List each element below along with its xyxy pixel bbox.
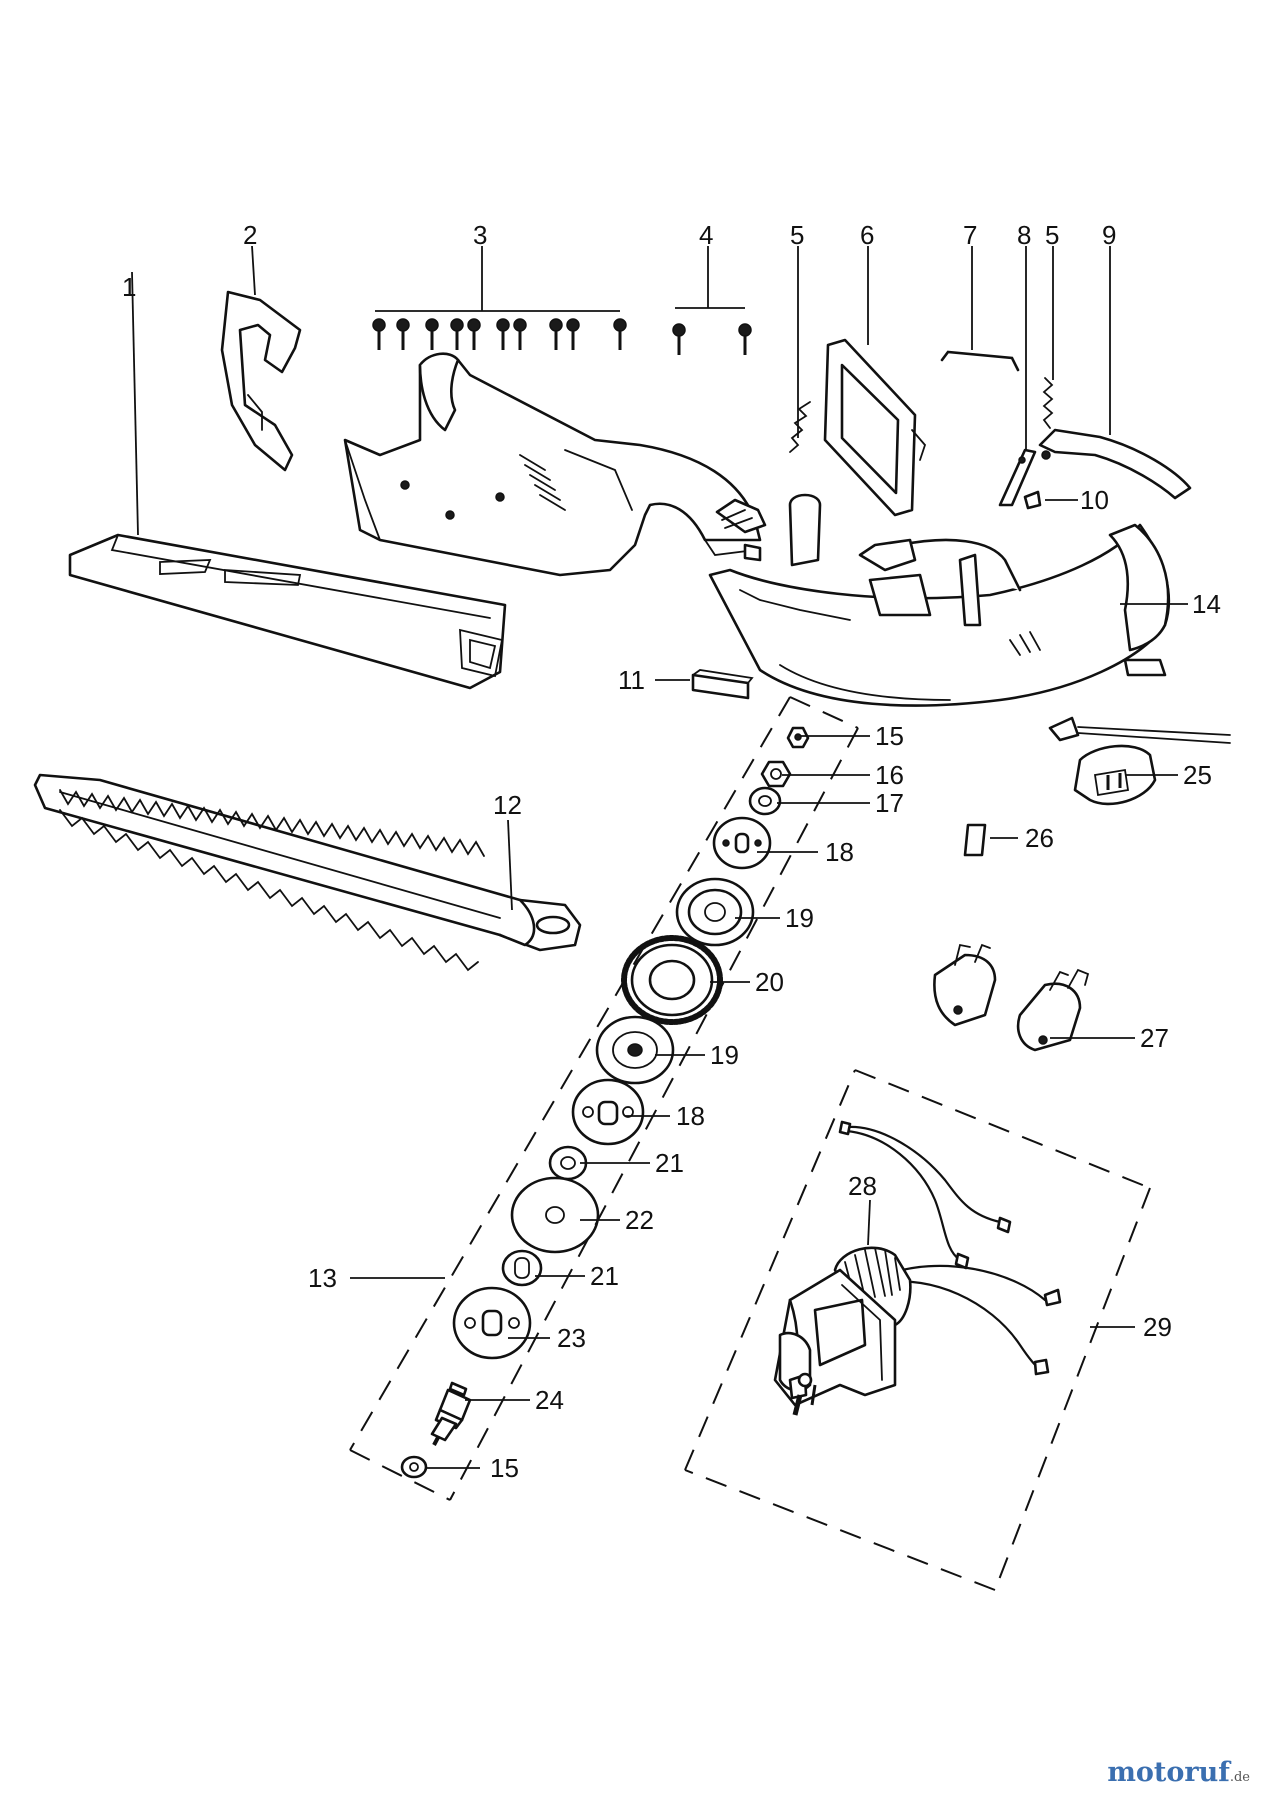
label-29: 29	[1143, 1312, 1172, 1342]
label-3: 3	[473, 220, 487, 250]
label-13: 13	[308, 1263, 337, 1293]
part-17-washer	[748, 786, 782, 816]
part-21-disc-bottom	[501, 1249, 543, 1287]
part-16-hex-nut	[760, 760, 792, 788]
label-14: 14	[1192, 589, 1221, 619]
label-17: 17	[875, 788, 904, 818]
label-5b: 5	[1045, 220, 1059, 250]
label-28: 28	[848, 1171, 877, 1201]
label-1: 1	[122, 272, 136, 302]
label-21a: 21	[655, 1148, 684, 1178]
label-18b: 18	[676, 1101, 705, 1131]
label-2: 2	[243, 220, 257, 250]
label-24: 24	[535, 1385, 564, 1415]
part-8-lever	[998, 448, 1037, 507]
upper-housing	[343, 352, 767, 577]
label-15a: 15	[875, 721, 904, 751]
part-27-switch-right	[1016, 968, 1090, 1052]
label-11: 11	[618, 665, 645, 695]
watermark-brand: motoruf	[1107, 1757, 1230, 1788]
watermark-suffix: .de	[1229, 1770, 1250, 1785]
part-24-shaft	[430, 1381, 472, 1446]
label-26: 26	[1025, 823, 1054, 853]
part-14-lower-housing	[708, 493, 1171, 707]
label-21b: 21	[590, 1261, 619, 1291]
part-26-tag	[963, 823, 987, 857]
callout-labels: 1 2 3 4 5 6 7 8 5 9 10 14 11 15 16 17 12…	[122, 220, 1221, 1483]
part-15-nut-top	[786, 726, 810, 749]
label-15b: 15	[490, 1453, 519, 1483]
part-1-blade-sheath	[68, 533, 507, 690]
part-22-large-washer	[510, 1176, 600, 1254]
part-5-spring-left	[789, 401, 811, 453]
part-4-screws	[672, 246, 752, 355]
watermark-logo: motoruf.de	[1107, 1757, 1250, 1788]
part-19-cam-top	[675, 877, 755, 947]
part-28-motor	[773, 1120, 1062, 1416]
label-19b: 19	[710, 1040, 739, 1070]
label-23: 23	[557, 1323, 586, 1353]
label-9: 9	[1102, 220, 1116, 250]
part-20-gear	[621, 935, 723, 1025]
part-6-trigger-frame	[823, 338, 927, 517]
label-6: 6	[860, 220, 874, 250]
label-10: 10	[1080, 485, 1109, 515]
label-18a: 18	[825, 837, 854, 867]
leader-lines	[131, 245, 1188, 1469]
part-13-gear-assembly-outline	[349, 696, 859, 1501]
label-19a: 19	[785, 903, 814, 933]
part-29-motor-assembly-outline	[684, 1069, 1151, 1591]
part-5-spring-right	[1042, 377, 1054, 429]
part-2-hand-guard	[220, 290, 302, 472]
part-12-cutter-blade	[33, 773, 582, 972]
label-7: 7	[963, 220, 977, 250]
part-18-plate-top	[712, 816, 772, 870]
label-8: 8	[1017, 220, 1031, 250]
label-25: 25	[1183, 760, 1212, 790]
part-15-nut-bottom	[400, 1455, 428, 1479]
part-23-plate	[452, 1286, 532, 1360]
part-27-switch-left	[933, 943, 997, 1027]
part-10-clip	[1023, 490, 1042, 510]
label-22: 22	[625, 1205, 654, 1235]
part-18-plate-bottom	[571, 1078, 645, 1146]
label-5a: 5	[790, 220, 804, 250]
label-27: 27	[1140, 1023, 1169, 1053]
label-20: 20	[755, 967, 784, 997]
part-25-plug	[1048, 716, 1231, 806]
part-7-link-rod	[940, 350, 1020, 372]
part-3-screws	[372, 246, 627, 350]
part-19-cam-bottom	[595, 1015, 675, 1085]
label-12: 12	[493, 790, 522, 820]
part-11-block	[691, 669, 754, 700]
label-16: 16	[875, 760, 904, 790]
part-9-rear-trigger	[1038, 428, 1192, 500]
label-4: 4	[699, 220, 713, 250]
